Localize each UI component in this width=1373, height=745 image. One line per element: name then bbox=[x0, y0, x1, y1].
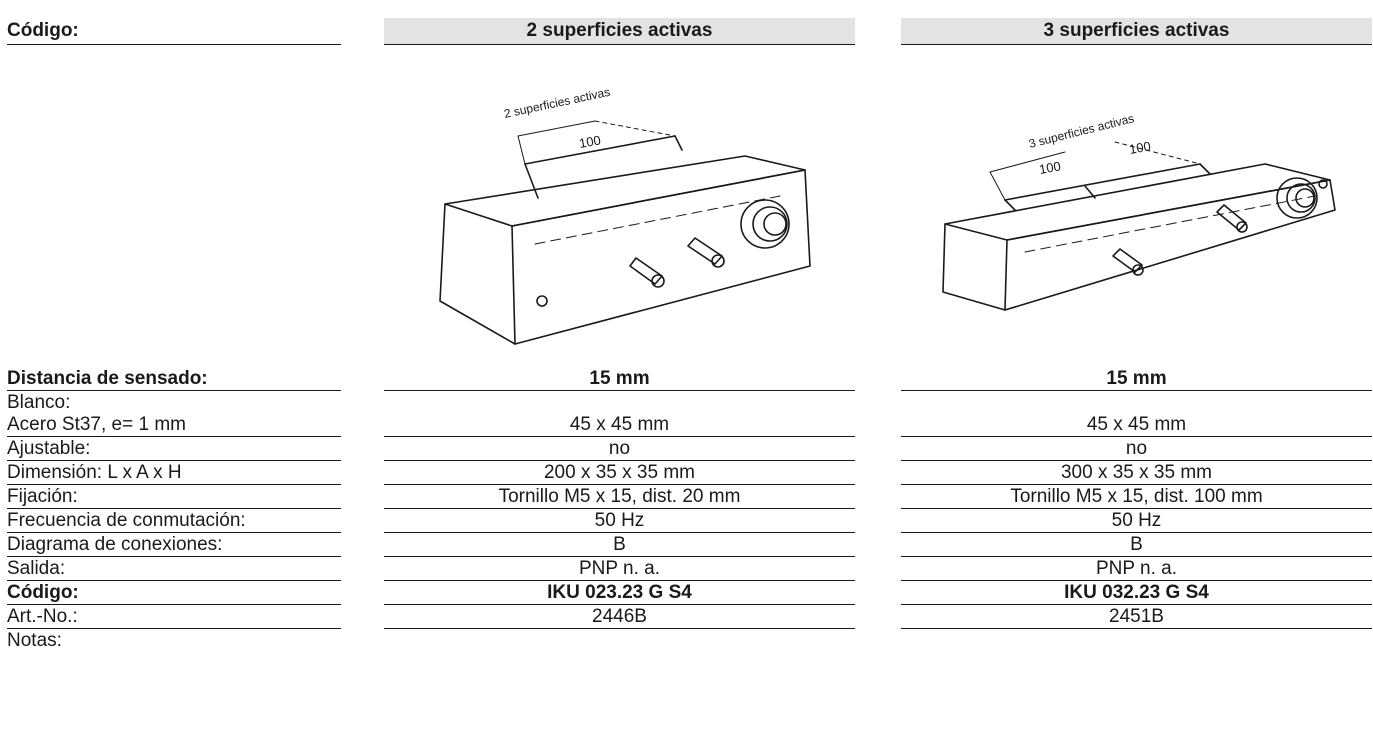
illustration-a-callout: 2 superficies activas bbox=[503, 85, 612, 121]
row-b-output: PNP n. a. bbox=[901, 558, 1372, 581]
row-label-art-no: Art.-No.: bbox=[7, 606, 341, 629]
illustration-b-dimension-right: 100 bbox=[1128, 138, 1152, 157]
illustration-a-dimension: 100 bbox=[578, 132, 602, 151]
row-label-wiring-diagram: Diagrama de conexiones: bbox=[7, 534, 341, 557]
row-label-output: Salida: bbox=[7, 558, 341, 581]
illustration-b-callout: 3 superficies activas bbox=[1027, 111, 1135, 151]
row-label-mounting: Fijación: bbox=[7, 486, 341, 509]
row-a-art-no: 2446B bbox=[384, 606, 855, 629]
sensor-illustration-3-surfaces: 3 superficies activas 100 100 bbox=[942, 111, 1336, 311]
row-label-switching-frequency: Frecuencia de conmutación: bbox=[7, 510, 341, 533]
row-label-adjustable: Ajustable: bbox=[7, 438, 341, 461]
row-label-steel-target: Acero St37, e= 1 mm bbox=[7, 414, 341, 437]
header-col-3-surfaces: 3 superficies activas bbox=[901, 18, 1372, 45]
row-b-mounting: Tornillo M5 x 15, dist. 100 mm bbox=[901, 486, 1372, 509]
sensor-illustration-2-surfaces: 2 superficies activas 100 bbox=[439, 85, 811, 345]
row-b-adjustable: no bbox=[901, 438, 1372, 461]
header-label: Código: bbox=[7, 18, 341, 45]
row-a-wiring-diagram: B bbox=[384, 534, 855, 557]
row-a-code: IKU 023.23 G S4 bbox=[384, 582, 855, 605]
row-a-sensing-distance: 15 mm bbox=[384, 368, 855, 391]
row-label-code: Código: bbox=[7, 582, 341, 605]
row-b-art-no: 2451B bbox=[901, 606, 1372, 629]
row-a-dimensions: 200 x 35 x 35 mm bbox=[384, 462, 855, 485]
row-label-dimensions: Dimensión: L x A x H bbox=[7, 462, 341, 485]
row-b-switching-frequency: 50 Hz bbox=[901, 510, 1372, 533]
row-a-output: PNP n. a. bbox=[384, 558, 855, 581]
header-col-2-surfaces: 2 superficies activas bbox=[384, 18, 855, 45]
row-label-notes: Notas: bbox=[7, 630, 62, 651]
row-b-dimensions: 300 x 35 x 35 mm bbox=[901, 462, 1372, 485]
row-b-steel-target: 45 x 45 mm bbox=[901, 414, 1372, 437]
row-label-sensing-distance: Distancia de sensado: bbox=[7, 368, 341, 391]
row-a-steel-target: 45 x 45 mm bbox=[384, 414, 855, 437]
illustration-b-dimension-left: 100 bbox=[1038, 158, 1062, 177]
row-b-code: IKU 032.23 G S4 bbox=[901, 582, 1372, 605]
row-b-wiring-diagram: B bbox=[901, 534, 1372, 557]
row-a-switching-frequency: 50 Hz bbox=[384, 510, 855, 533]
row-b-sensing-distance: 15 mm bbox=[901, 368, 1372, 391]
row-a-mounting: Tornillo M5 x 15, dist. 20 mm bbox=[384, 486, 855, 509]
row-label-target: Blanco: bbox=[7, 392, 71, 413]
row-a-adjustable: no bbox=[384, 438, 855, 461]
